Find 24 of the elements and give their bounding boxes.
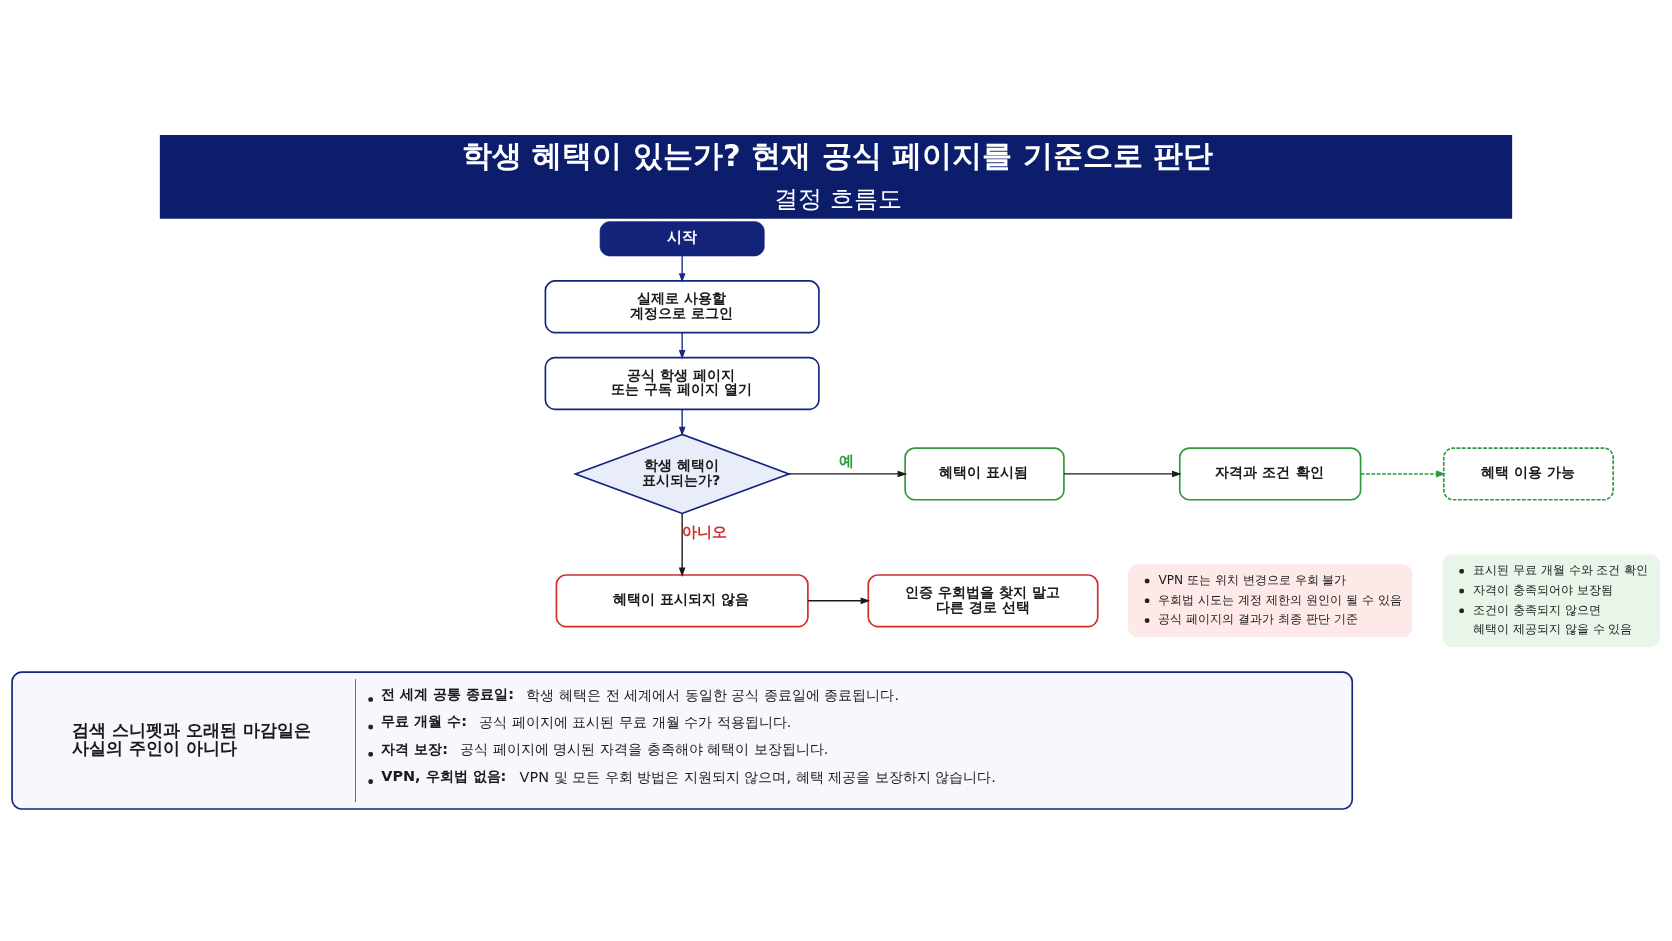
arrow (678, 255, 686, 283)
arrow (807, 597, 871, 605)
node-box: 표시된 무료 개월 수와 조건 확인 자격이 충족되어야 보장됨 조건이 충족되지 않으면 혜택이 제공되지 않을 수 있음 (1442, 554, 1660, 648)
arrow (1063, 470, 1182, 478)
node-diamond: 학생 혜택이 표시되는가? (573, 433, 792, 515)
node-box: 자격과 조건 확인 (1178, 447, 1362, 501)
node-box: 혜택이 표시되지 않음 (555, 574, 809, 628)
edge-label: 예 (839, 452, 855, 471)
arrow (678, 408, 686, 437)
node-box: 인증 우회법을 찾지 말고 다른 경로 선택 (867, 574, 1099, 628)
node-box: 공식 학생 페이지 또는 구독 페이지 열기 (544, 356, 820, 411)
diagram-title: 학생 혜택이 있는가? 현재 공식 페이지를 기준으로 판단 (461, 138, 1214, 174)
arrow (678, 332, 686, 360)
node-box: VPN 또는 위치 변경으로 우회 불가 우회법 시도는 계정 제한의 원인이 될 수 있음 공식 페이지의 결과가 최종 판단 기준 (1128, 564, 1413, 638)
node-box: 시작 (599, 221, 765, 257)
node-box: 실제로 사용할 계정으로 로그인 (544, 280, 820, 334)
caption: 결정 흐름도 (774, 185, 902, 214)
arrow (1360, 470, 1446, 478)
node-box: 혜택 이용 가능 (1442, 447, 1615, 501)
node-box: 검색 스니펫과 오래된 마감일은 사실의 주인이 아니다 전 세계 공통 종료일: 학생 혜택은 전 세계에서 동일한 공식 종료일에 종료됩니다. 무료 개월 수: 공식 페이지에 표시된 무료 개월 수가 적용됩니다. 자격 보장: 공식 페이지에 명시된 자격을 충족해야 혜택이 보장됩니다. VPN, 우회법 없음: VPN 및 모든 우회 방법은 지원되지 않으며, 혜택 제공을 보장하지 않습니다. (11, 671, 1354, 810)
arrow (788, 470, 908, 478)
node-box: 혜택이 표시됨 (904, 447, 1065, 501)
arrow (678, 512, 686, 577)
edge-label: 아니오 (682, 522, 728, 541)
